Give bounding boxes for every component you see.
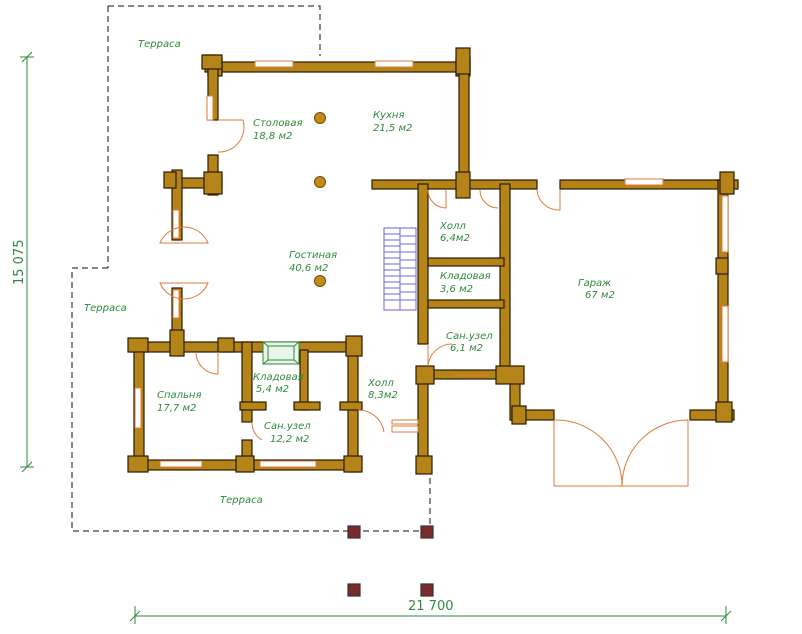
staircase-icon — [383, 227, 417, 311]
columns — [314, 112, 326, 287]
room-area: 5,4 м2 — [256, 384, 289, 395]
room-area: 17,7 м2 — [157, 403, 196, 414]
room-label: Терраса — [138, 39, 181, 50]
room-label: Гараж — [578, 278, 611, 289]
room-area: 21,5 м2 — [373, 123, 412, 134]
room-label: Холл — [367, 378, 394, 389]
dimension-height: 15 075 — [12, 51, 34, 473]
room-area: 6,4м2 — [440, 233, 470, 244]
room-label: Сан.узел — [446, 331, 493, 342]
log-corners — [127, 47, 735, 475]
room-label: Гостиная — [289, 250, 337, 261]
room-label: Кладовая — [253, 372, 304, 383]
room-area: 8,3м2 — [368, 390, 398, 401]
room-label: Кухня — [373, 110, 405, 121]
room-area: 3,6 м2 — [440, 284, 473, 295]
room-area: 40,6 м2 — [289, 263, 328, 274]
room-label: Сан.узел — [264, 421, 311, 432]
doors — [159, 119, 689, 487]
room-area: 67 м2 — [585, 290, 615, 301]
terrace-outline — [71, 5, 431, 532]
room-label: Столовая — [253, 118, 302, 129]
room-label: Спальня — [157, 390, 202, 401]
room-area: 12,2 м2 — [270, 434, 309, 445]
room-label: Терраса — [84, 303, 127, 314]
room-label: Терраса — [220, 495, 263, 506]
dimension-height-label: 15 075 — [12, 240, 27, 286]
room-label: Холл — [439, 221, 466, 232]
fireplace-icon — [262, 341, 300, 365]
room-area: 6,1 м2 — [450, 343, 483, 354]
room-label: Кладовая — [440, 271, 491, 282]
walls — [129, 54, 739, 473]
piers — [347, 525, 434, 597]
room-area: 18,8 м2 — [253, 131, 292, 142]
dimension-width: 21 700 — [129, 599, 732, 624]
windows — [134, 60, 729, 468]
room-labels: Терраса Столовая 18,8 м2 Кухня 21,5 м2 Г… — [84, 39, 615, 506]
dimension-width-label: 21 700 — [408, 599, 454, 614]
